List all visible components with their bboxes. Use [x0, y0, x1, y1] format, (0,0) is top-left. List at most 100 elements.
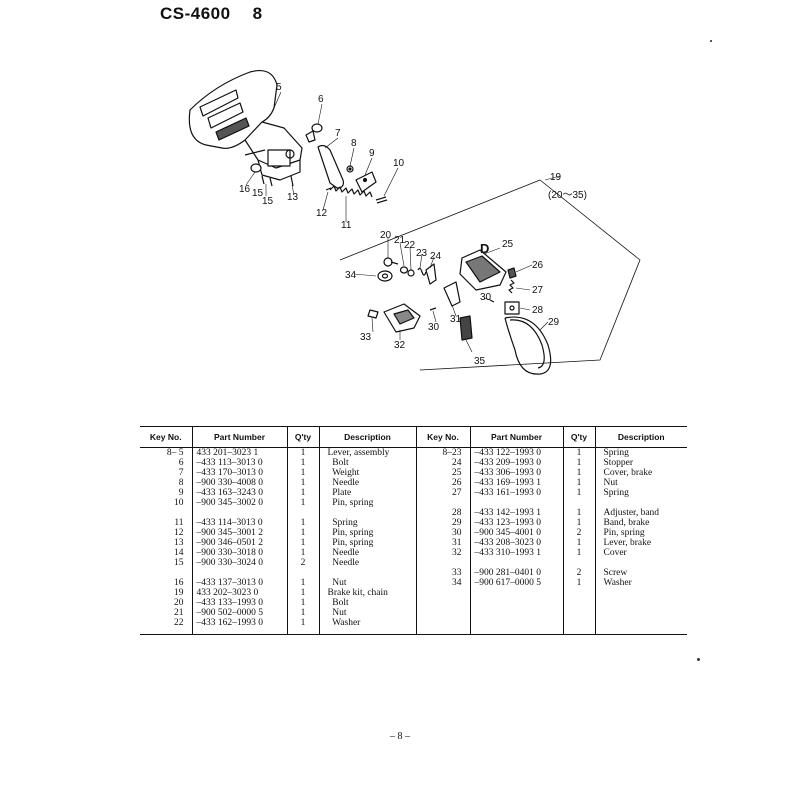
l-desc-cell: Plate — [327, 488, 352, 498]
l-qty-cell: 1 — [300, 518, 306, 528]
r-part-cell: –433 123–1993 0 — [474, 518, 542, 528]
label-15b: 15 — [262, 196, 274, 207]
label-16: 16 — [239, 184, 251, 195]
plate-9-part — [355, 171, 377, 193]
nut-21-part — [399, 266, 409, 274]
l-key-cell: 9 — [178, 488, 184, 498]
group-spacer — [475, 558, 563, 568]
l-qty-cell: 1 — [300, 538, 306, 548]
l-desc-cell: Pin, spring — [327, 538, 374, 548]
label-10: 10 — [393, 158, 405, 169]
l-key-cell: 14 — [174, 548, 184, 558]
label-13: 13 — [287, 192, 299, 203]
r-part-cell: –433 209–1993 0 — [474, 458, 542, 468]
r-desc-cell: Screw — [603, 568, 628, 578]
label-26: 26 — [532, 260, 544, 271]
l-qty-cell: 1 — [300, 548, 306, 558]
r-key-cell: 30 — [452, 528, 462, 538]
l-desc-cell: Lever, assembly — [327, 448, 390, 458]
l-qty-cell: 1 — [300, 478, 306, 488]
needle-15a-part — [261, 175, 265, 185]
l-desc-cell: Pin, spring — [327, 528, 374, 538]
l-desc-cell: Bolt — [327, 458, 349, 468]
l-part-cell: –433 114–3013 0 — [196, 518, 263, 528]
group-spacer — [417, 498, 462, 508]
l-key-cell: 8 — [178, 478, 184, 488]
model-number: CS-4600 — [160, 4, 231, 23]
r-qty-cell: 1 — [576, 478, 582, 488]
label-34: 34 — [345, 270, 357, 281]
l-qty-cell: 1 — [300, 618, 306, 628]
brake-kit-outline — [339, 179, 641, 371]
header-qty: Q'ty — [286, 426, 319, 448]
r-qty-cell: 1 — [576, 448, 582, 458]
r-part-cell: –433 306–1993 0 — [474, 468, 542, 478]
r-desc-cell: Pin, spring — [603, 528, 645, 538]
bolt-20-part — [383, 257, 399, 267]
l-part-cell: –433 113–3013 0 — [196, 458, 263, 468]
parts-list-table: Key No. Part Number Q'ty Description Key… — [140, 426, 687, 635]
l-part-cell: 433 202–3023 0 — [196, 588, 259, 598]
r-qty-cell: 1 — [576, 458, 582, 468]
label-31: 31 — [450, 314, 462, 325]
l-part-cell: –900 345–3002 0 — [196, 498, 264, 508]
r-qty-cell: 1 — [576, 508, 582, 518]
r-key-cell: 27 — [452, 488, 462, 498]
header-key-no-2: Key No. — [415, 426, 470, 448]
label-25: 25 — [502, 239, 514, 250]
l-qty-cell: 1 — [300, 498, 306, 508]
l-part-cell: –900 345–3001 2 — [196, 528, 264, 538]
l-desc-cell: Needle — [327, 478, 360, 488]
l-key-cell: 22 — [174, 618, 184, 628]
l-part-cell: –900 330–3018 0 — [196, 548, 264, 558]
l-desc-cell: Spring — [327, 518, 358, 528]
l-part-cell: –433 170–3013 0 — [196, 468, 264, 478]
r-qty-cell: 1 — [576, 488, 582, 498]
lever-brake-31-part — [443, 281, 461, 307]
r-qty-cell: 2 — [576, 528, 582, 538]
label-7: 7 — [335, 128, 341, 139]
label-8: 8 — [351, 138, 357, 149]
r-part-cell: –433 142–1993 1 — [474, 508, 542, 518]
l-part-cell: –433 163–3243 0 — [196, 488, 264, 498]
group-spacer — [564, 498, 595, 508]
label-6: 6 — [318, 94, 324, 105]
l-key-cell: 11 — [174, 518, 184, 528]
group-spacer — [197, 568, 287, 578]
l-part-cell: –900 502–0000 5 — [196, 608, 264, 618]
table-header-row: Key No. Part Number Q'ty Description Key… — [140, 426, 687, 448]
r-desc-cell: Cover, brake — [603, 468, 653, 478]
l-part-cell: –433 133–1993 0 — [196, 598, 264, 608]
group-spacer — [417, 558, 462, 568]
label-12: 12 — [316, 208, 328, 219]
l-qty-cell: 1 — [300, 528, 306, 538]
l-desc-cell: Brake kit, chain — [327, 588, 388, 598]
r-part-cell: –900 345–4001 0 — [474, 528, 542, 538]
r-qty-cell: 1 — [576, 468, 582, 478]
r-part-cell: –900 617–0000 5 — [474, 578, 542, 588]
l-qty-cell: 1 — [300, 488, 306, 498]
label-27: 27 — [532, 285, 544, 296]
label-23: 23 — [416, 248, 428, 259]
label-19: 19 — [550, 172, 562, 183]
exploded-parts-diagram: 5 6 7 8 9 10 11 12 13 15 15 16 19 (20～35… — [188, 69, 641, 375]
label-20: 20 — [380, 230, 392, 241]
l-qty-cell: 1 — [300, 448, 306, 458]
l-qty-cell: 1 — [300, 598, 306, 608]
l-key-cell: 20 — [174, 598, 184, 608]
group-spacer — [604, 558, 688, 568]
l-qty-cell: 1 — [300, 458, 306, 468]
group-spacer — [140, 508, 184, 518]
l-key-cell: 8– 5 — [166, 448, 184, 458]
pin-10-part — [375, 196, 388, 204]
group-spacer — [475, 498, 563, 508]
hand-guard-lever-part — [188, 69, 303, 181]
r-key-cell: 24 — [452, 458, 462, 468]
group-spacer — [328, 508, 416, 518]
pin-12-part — [325, 187, 332, 191]
pin-30b-part — [429, 307, 437, 311]
part-35 — [459, 315, 473, 341]
header-qty-2: Q'ty — [562, 426, 595, 448]
